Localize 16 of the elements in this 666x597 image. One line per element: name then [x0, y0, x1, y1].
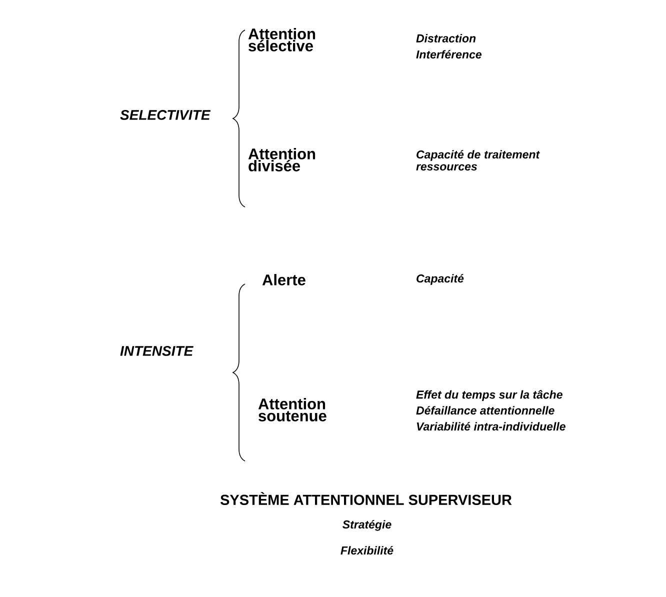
category-label: INTENSITE: [120, 346, 194, 356]
attention-label: Attention sélective: [248, 28, 316, 52]
note-text: Capacité: [416, 274, 464, 285]
category-label: SELECTIVITE: [120, 110, 211, 120]
note-text: Effet du temps sur la tâche: [416, 390, 562, 401]
attention-label: Alerte: [262, 274, 306, 286]
attention-label: Attention soutenue: [258, 398, 326, 422]
heading-text: SYSTÈME ATTENTIONNEL SUPERVISEUR: [220, 492, 512, 505]
note-text: Distraction: [416, 34, 476, 42]
attention-label: Attention divisée: [248, 148, 316, 172]
note-text: Interférence: [416, 50, 482, 59]
note-text: Flexibilité: [340, 546, 394, 555]
note-text: Variabilité intra-individuelle: [416, 422, 566, 431]
note-text: Défaillance attentionnelle: [416, 406, 554, 415]
note-text: Stratégie: [342, 520, 392, 531]
note-text: Capacité de traitement ressources: [416, 150, 540, 171]
